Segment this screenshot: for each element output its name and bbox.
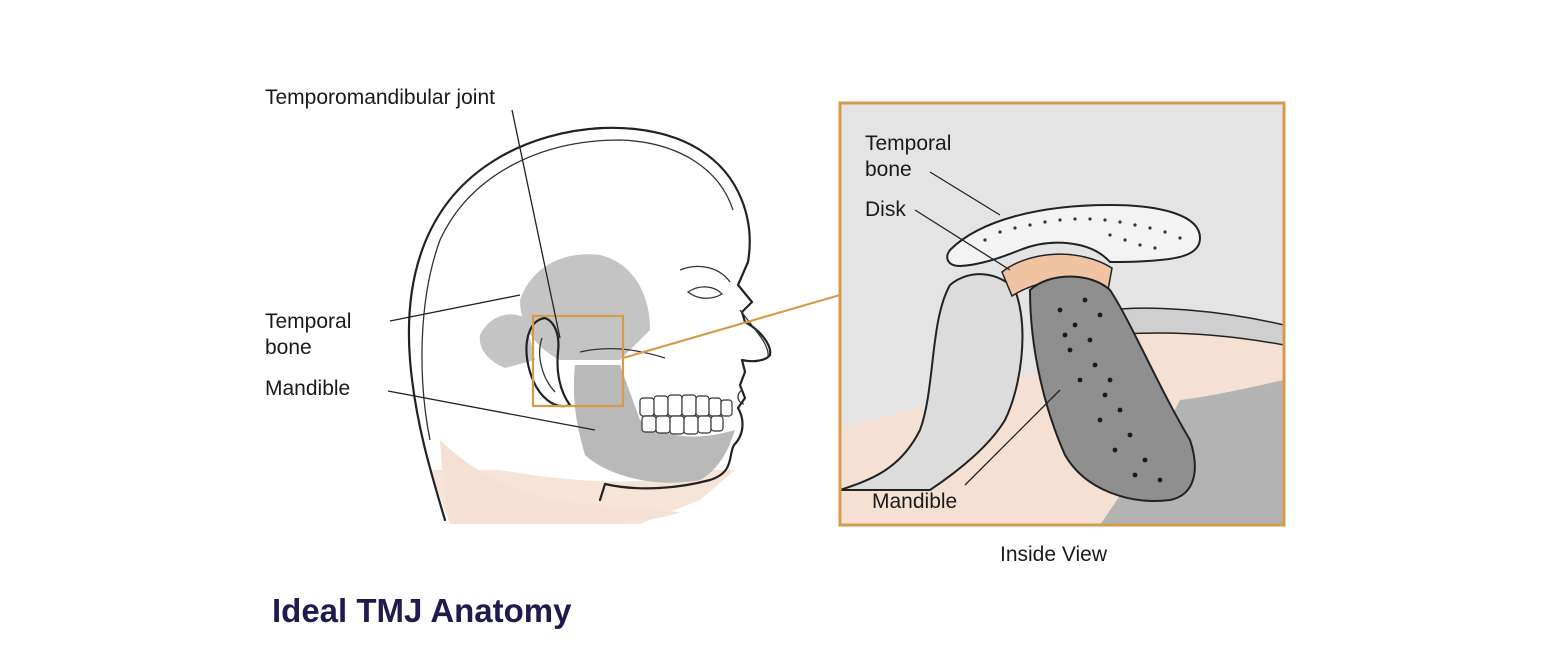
tmj-highlight-box [531, 314, 625, 408]
inset-label-mandible: Mandible [872, 490, 957, 513]
label-temporal-bone-1: Temporal [265, 310, 351, 333]
condyle-speckle [1057, 297, 1163, 483]
inset-view: Temporal bone Disk Mandible [838, 101, 1286, 527]
eye [686, 286, 724, 299]
inset-frame [838, 101, 1286, 527]
head-illustration [407, 126, 772, 524]
temporal-bone-speckle [983, 217, 1182, 250]
scalp-line [421, 139, 734, 441]
teeth [639, 394, 733, 435]
inset-label-temporal-1: Temporal [865, 132, 951, 155]
inset-caption: Inside View [1000, 543, 1108, 566]
label-temporal-bone-2: bone [265, 336, 312, 359]
nose [739, 309, 769, 358]
inset-label-disk: Disk [865, 198, 906, 221]
mandible-bone [573, 365, 735, 483]
inset-temporal-bone [946, 203, 1202, 268]
inset-right-upper-bone [1109, 307, 1284, 346]
mandible-leader [387, 390, 596, 431]
label-tmj: Temporomandibular joint [265, 86, 495, 109]
lips [737, 389, 745, 405]
label-mandible: Mandible [265, 377, 350, 400]
inset-label-temporal-2: bone [865, 158, 912, 181]
ear-inner [539, 337, 556, 393]
inset-connectors [622, 293, 841, 360]
neck-skin-lower [430, 470, 735, 524]
head-outline [407, 126, 772, 522]
inset-left-bone [840, 273, 1024, 491]
skull-occipital-gray [479, 314, 535, 368]
inset-disk-leader [914, 209, 1011, 271]
head-leaders [387, 109, 596, 431]
temporal-leader [389, 294, 521, 322]
figure-title: Ideal TMJ Anatomy [272, 592, 572, 629]
inset-mandible-condyle [1028, 275, 1196, 502]
zygomatic-arch [579, 348, 666, 359]
skull-temporal-gray [520, 254, 650, 360]
inset-temporal-leader [929, 171, 1001, 216]
eye-brow [679, 265, 731, 283]
inset-mandible-leader [964, 389, 1061, 486]
tmj-leader [511, 109, 561, 339]
